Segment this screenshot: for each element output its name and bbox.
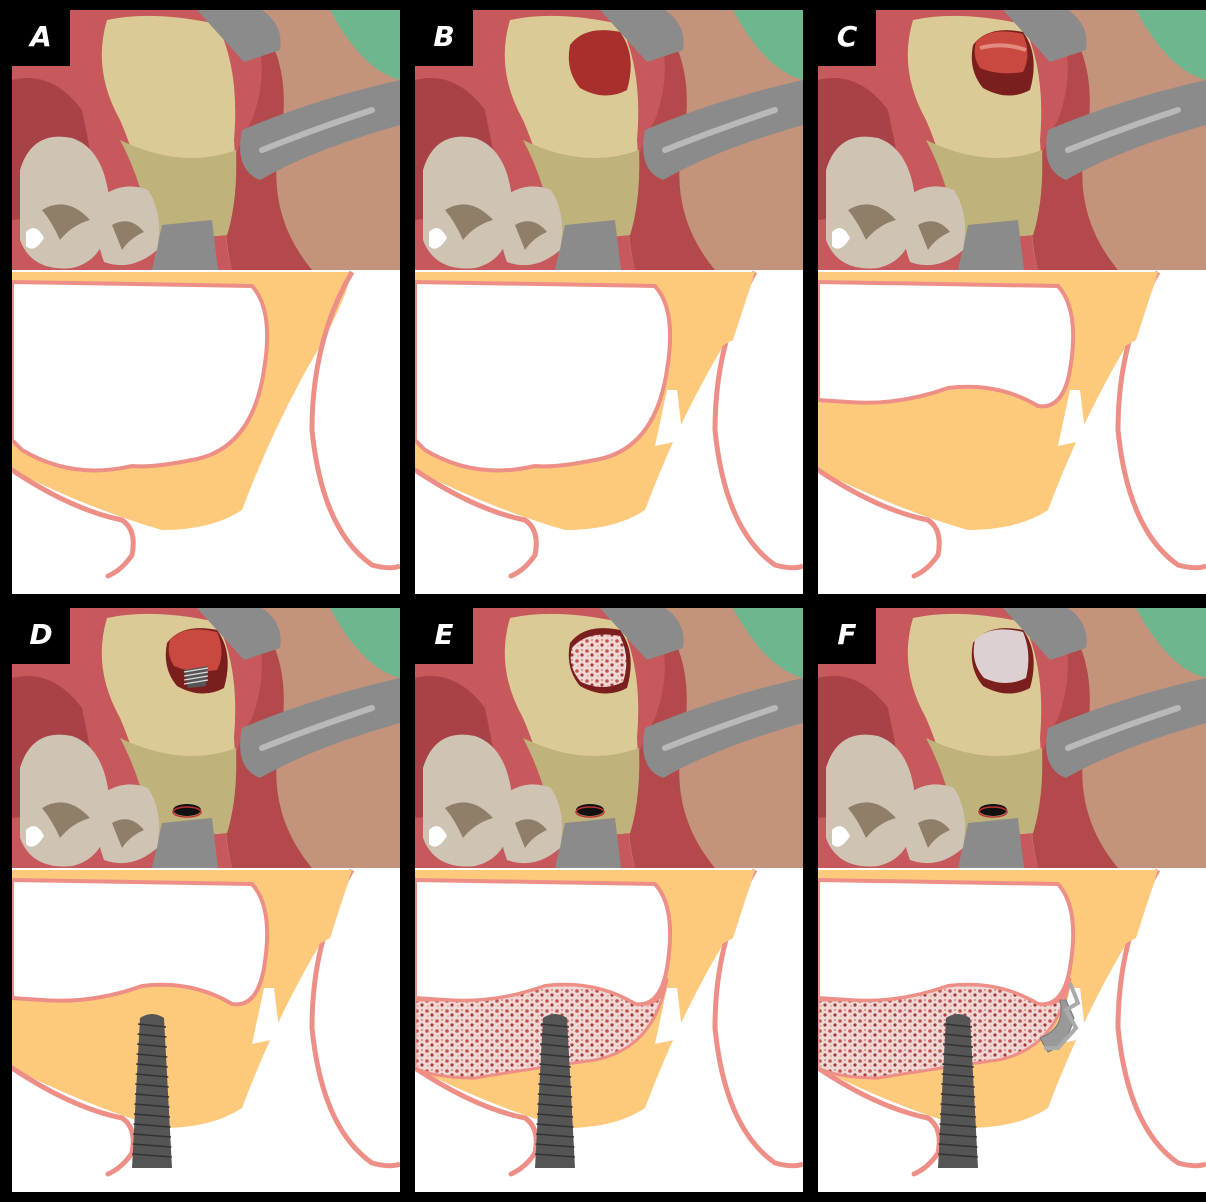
implant-platform (576, 804, 604, 816)
panel-illustration (12, 608, 400, 1192)
barrier-membrane (974, 629, 1029, 683)
panel-illustration (818, 608, 1206, 1192)
clinical-view (415, 10, 803, 270)
panel-label: A (12, 10, 70, 66)
instrument-tip (555, 818, 621, 868)
cross-section (12, 870, 400, 1174)
clinical-view (818, 10, 1206, 270)
lifted-membrane (975, 31, 1028, 73)
cross-section (415, 272, 803, 576)
panel-label: B (415, 10, 473, 66)
maxillary-sinus (415, 282, 670, 470)
panel-e: E (415, 608, 803, 1192)
cross-section (12, 272, 400, 576)
lifted-membrane (169, 629, 222, 671)
instrument-tip (152, 818, 218, 868)
implant-platform (979, 804, 1007, 816)
panel-label: C (818, 10, 876, 66)
panel-illustration (415, 608, 803, 1192)
graft-material (571, 635, 627, 688)
panel-illustration (818, 10, 1206, 594)
panel-label: F (818, 608, 876, 664)
instrument-tip (555, 220, 621, 270)
panel-a: A (12, 10, 400, 594)
panel-label: D (12, 608, 70, 664)
panel-b: B (415, 10, 803, 594)
clinical-view (12, 608, 400, 868)
cross-section (818, 272, 1206, 576)
maxillary-sinus (12, 282, 267, 470)
panel-illustration (415, 10, 803, 594)
panel-f: F (818, 608, 1206, 1192)
cross-section (415, 870, 803, 1174)
panel-d: D (12, 608, 400, 1192)
instrument-tip (958, 220, 1024, 270)
maxillary-sinus (12, 880, 267, 1004)
instrument-tip (152, 220, 218, 270)
clinical-view (415, 608, 803, 868)
clinical-view (818, 608, 1206, 868)
panel-illustration (12, 10, 400, 594)
panel-label: E (415, 608, 473, 664)
clinical-view (12, 10, 400, 270)
maxillary-sinus (818, 282, 1073, 406)
panel-c: C (818, 10, 1206, 594)
instrument-tip (958, 818, 1024, 868)
cross-section (818, 870, 1206, 1174)
implant-platform (173, 804, 201, 816)
